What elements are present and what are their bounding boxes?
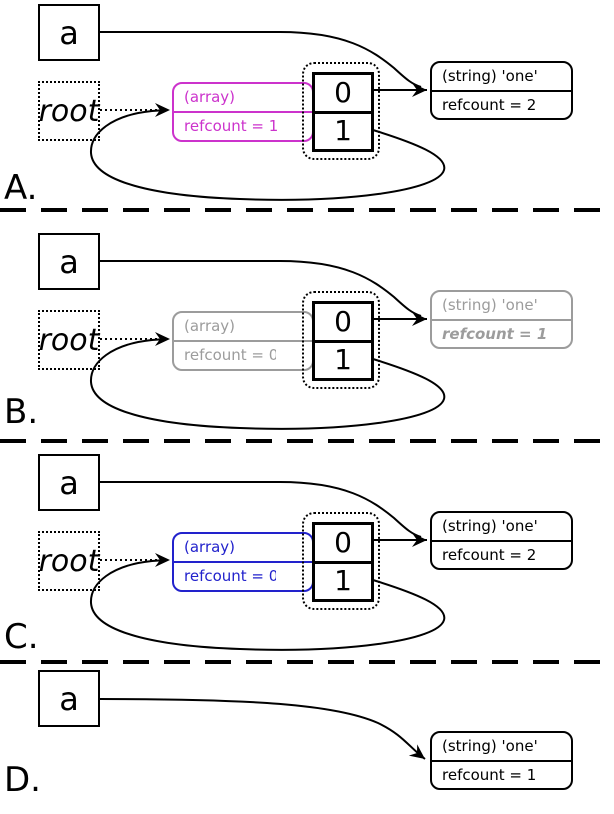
var-label: a bbox=[59, 242, 79, 281]
string-refcount-label: refcount = 2 bbox=[432, 90, 571, 119]
string-type-label: (string) 'one' bbox=[442, 517, 538, 535]
string-refcount-label: refcount = 1 bbox=[432, 760, 571, 789]
array-refcount-label: refcount = 0 bbox=[174, 340, 312, 369]
root-box: root bbox=[38, 81, 100, 141]
cell-1: 1 bbox=[315, 560, 371, 600]
array-type-label: (array) bbox=[184, 538, 236, 556]
var-box-a: a bbox=[38, 233, 100, 290]
var-label: a bbox=[59, 13, 79, 52]
var-box-a: a bbox=[38, 4, 100, 61]
array-refcount-label: refcount = 1 bbox=[174, 111, 312, 140]
array-box: (array) refcount = 1 bbox=[172, 82, 314, 142]
string-box: (string) 'one' refcount = 1 bbox=[430, 731, 573, 790]
cells-table: 0 1 bbox=[312, 522, 374, 602]
var-box-a: a bbox=[38, 670, 100, 727]
root-label: root bbox=[38, 543, 100, 579]
cell-0: 0 bbox=[334, 304, 352, 338]
panel-label-C: C. bbox=[4, 617, 39, 657]
panel-label-A: A. bbox=[4, 168, 38, 208]
cell-1: 1 bbox=[315, 110, 371, 150]
string-type-label: (string) 'one' bbox=[442, 67, 538, 85]
array-refcount-label: refcount = 0 bbox=[174, 561, 312, 590]
string-type-label: (string) 'one' bbox=[442, 737, 538, 755]
cell-1: 1 bbox=[315, 339, 371, 379]
array-type-label: (array) bbox=[184, 88, 236, 106]
array-type-label: (array) bbox=[184, 317, 236, 335]
var-label: a bbox=[59, 679, 79, 718]
cells-table: 0 1 bbox=[312, 301, 374, 381]
cell-0: 0 bbox=[334, 525, 352, 559]
panel-label-D: D. bbox=[4, 760, 41, 800]
cells-table: 0 1 bbox=[312, 72, 374, 152]
string-box: (string) 'one' refcount = 1 bbox=[430, 290, 573, 349]
arrow-a-to-string bbox=[99, 698, 426, 760]
panel-label-B: B. bbox=[4, 392, 39, 432]
string-box: (string) 'one' refcount = 2 bbox=[430, 61, 573, 120]
string-type-label: (string) 'one' bbox=[442, 296, 538, 314]
string-box: (string) 'one' refcount = 2 bbox=[430, 511, 573, 570]
root-box: root bbox=[38, 310, 100, 370]
root-box: root bbox=[38, 531, 100, 591]
array-box: (array) refcount = 0 bbox=[172, 311, 314, 371]
string-refcount-label: refcount = 1 bbox=[432, 319, 571, 348]
var-box-a: a bbox=[38, 454, 100, 511]
root-label: root bbox=[38, 93, 100, 129]
cell-0: 0 bbox=[334, 75, 352, 109]
root-label: root bbox=[38, 322, 100, 358]
var-label: a bbox=[59, 463, 79, 502]
array-box: (array) refcount = 0 bbox=[172, 532, 314, 592]
string-refcount-label: refcount = 2 bbox=[432, 540, 571, 569]
